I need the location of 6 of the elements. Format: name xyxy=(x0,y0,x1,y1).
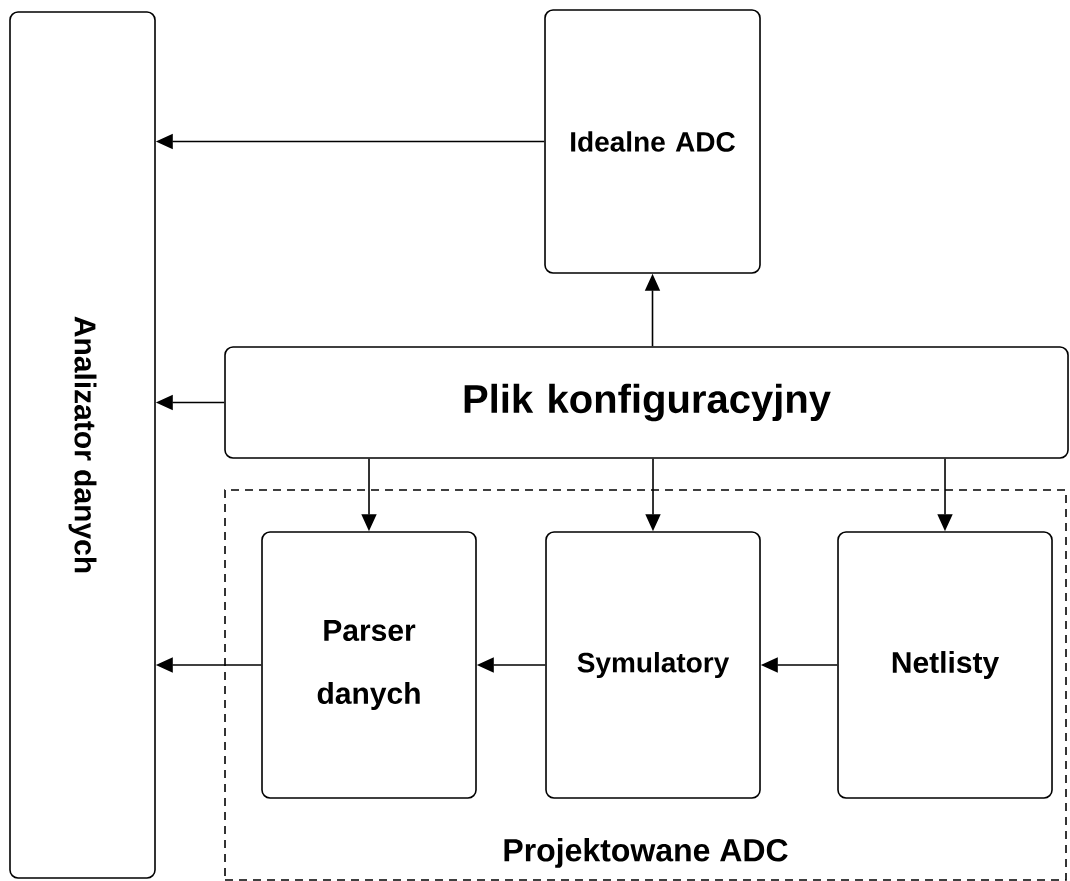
process-box: Idealne ADC xyxy=(544,9,761,274)
process-box: Analizator danych xyxy=(9,11,156,879)
config-box: Plik konfiguracyjny xyxy=(224,346,1069,459)
process-box: Netlisty xyxy=(837,531,1053,799)
process-box: Symulatory xyxy=(545,531,761,799)
process-box: Parser danych xyxy=(261,531,477,799)
